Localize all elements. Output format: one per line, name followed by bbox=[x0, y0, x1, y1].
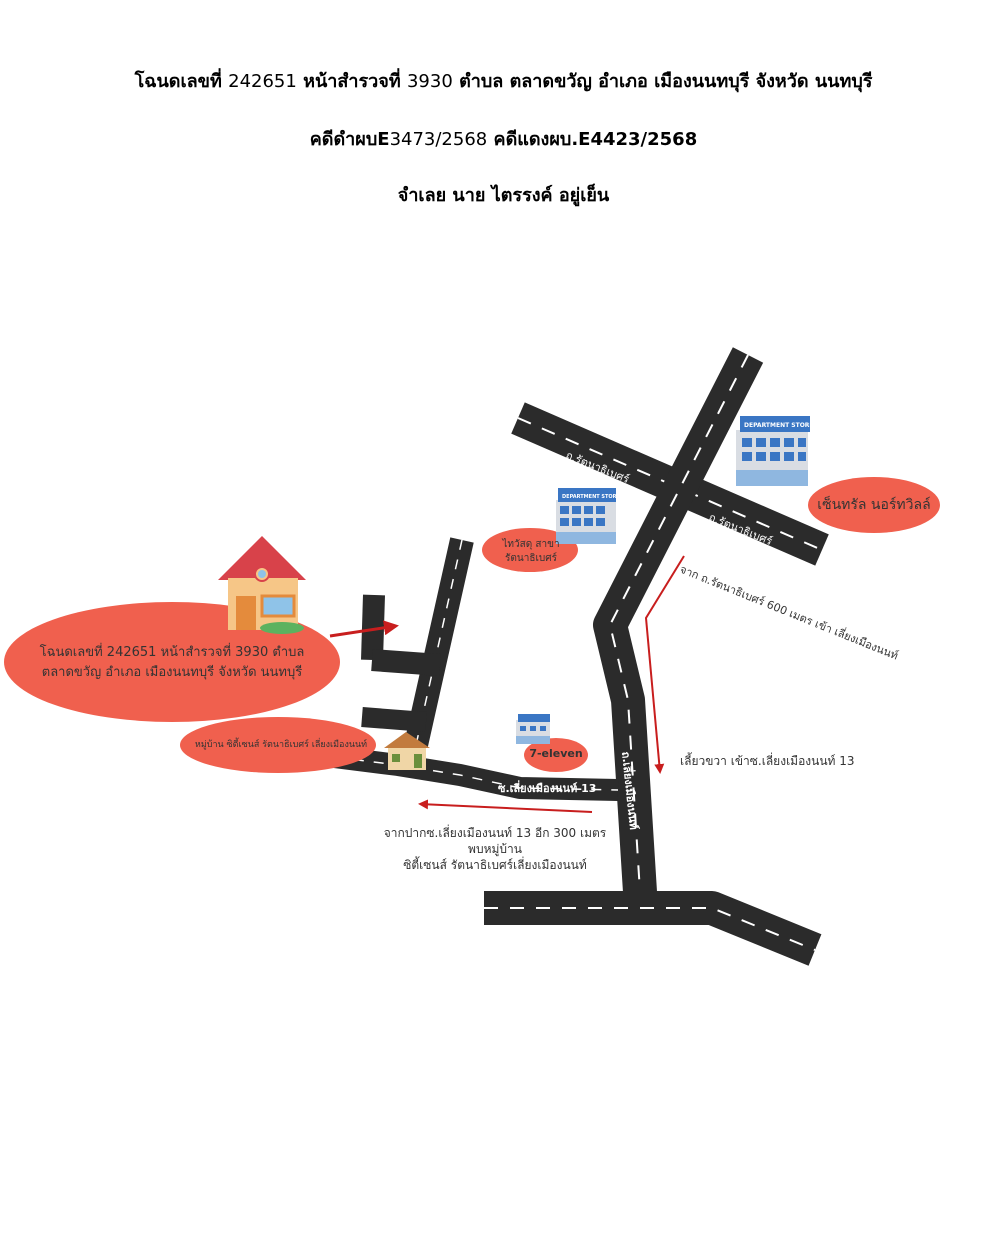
arrow-along-bypass bbox=[644, 555, 685, 774]
red-case-label: คดีแดงผบ.E4423/2568 bbox=[493, 129, 698, 150]
black-case-label: คดีดำผบE bbox=[309, 129, 390, 150]
direction-turn-right: เลี้ยวขวา เข้าซ.เลี่ยงเมืองนนท์ 13 bbox=[680, 754, 855, 768]
central-bubble bbox=[808, 477, 940, 533]
direction-from-soi-line-1: จากปากซ.เลี่ยงเมืองนนท์ 13 อีก 300 เมตร bbox=[383, 826, 607, 840]
direction-arrows bbox=[329, 555, 685, 813]
header-line-2: คดีดำผบE3473/2568 คดีแดงผบ.E4423/2568 bbox=[0, 124, 1007, 153]
road-label-soi-13: ซ.เลี่ยงเมืองนนท์ 13 bbox=[498, 780, 596, 795]
black-case-number: 3473/2568 bbox=[389, 129, 488, 150]
small-house-icon bbox=[384, 732, 430, 770]
thaiwatsadu-bubble-text: ไทวัสดุ สาขา รัตนาธิเบศร์ bbox=[486, 538, 576, 566]
deed-bubble-line-1: โฉนดเลขที่ 242651 หน้าสำรวจที่ 3930 ตำบล bbox=[39, 645, 305, 660]
store-sign-text: DEPARTMENT STORE bbox=[744, 422, 814, 429]
road-village bbox=[361, 537, 474, 748]
roads bbox=[332, 347, 829, 966]
store-sign-text-2: DEPARTMENT STORE bbox=[562, 494, 621, 500]
central-bubble-text: เซ็นทรัล นอร์ทวิลล์ bbox=[817, 497, 931, 513]
deed-label: โฉนดเลขที่ bbox=[134, 71, 222, 92]
deed-bubble bbox=[4, 602, 340, 722]
direction-from-soi-line-3: ซิตี้เซนส์ รัตนาธิเบศร์เลี่ยงเมืองนนท์ bbox=[403, 858, 587, 872]
road-soi-13 bbox=[332, 746, 619, 801]
arrow-to-deed bbox=[329, 620, 399, 638]
direction-from-soi-line-2: พบหมู่บ้าน bbox=[468, 842, 522, 856]
deed-number: 242651 bbox=[228, 71, 297, 92]
direction-from-soi: จากปากซ.เลี่ยงเมืองนนท์ 13 อีก 300 เมตร … bbox=[360, 825, 630, 873]
village-bubble bbox=[180, 717, 376, 773]
header-line-3: จำเลย นาย ไตรรงค์ อยู่เย็น bbox=[397, 185, 610, 206]
department-store-icon-2: DEPARTMENT STORE bbox=[556, 488, 621, 544]
survey-label: หน้าสำรวจที่ bbox=[303, 71, 401, 92]
survey-number: 3930 bbox=[406, 71, 453, 92]
thaiwatsadu-line-1: ไทวัสดุ สาขา bbox=[502, 539, 560, 550]
header-line-1: โฉนดเลขที่ 242651 หน้าสำรวจที่ 3930 ตำบล… bbox=[0, 66, 1007, 95]
small-store-icon bbox=[516, 714, 550, 744]
department-store-icon: DEPARTMENT STORE bbox=[736, 416, 814, 486]
deed-bubble-text: โฉนดเลขที่ 242651 หน้าสำรวจที่ 3930 ตำบล… bbox=[20, 643, 324, 683]
road-bottom bbox=[484, 891, 822, 966]
seven-eleven-bubble bbox=[524, 738, 588, 772]
thaiwatsadu-line-2: รัตนาธิเบศร์ bbox=[505, 553, 557, 564]
location-text: ตำบล ตลาดขวัญ อำเภอ เมืองนนทบุรี จังหวัด… bbox=[459, 71, 873, 92]
arrow-along-soi bbox=[418, 799, 593, 813]
village-bubble-text: หมู่บ้าน ซิตี้เซนส์ รัตนาธิเบศร์ เลี่ยงเ… bbox=[194, 740, 368, 750]
thaiwatsadu-bubble bbox=[482, 528, 578, 572]
road-bypass bbox=[593, 347, 764, 894]
seven-eleven-bubble-text: 7-eleven bbox=[529, 747, 583, 760]
house-icon bbox=[218, 536, 306, 634]
deed-bubble-line-2: ตลาดขวัญ อำเภอ เมืองนนทบุรี จังหวัด นนทบ… bbox=[41, 665, 303, 680]
